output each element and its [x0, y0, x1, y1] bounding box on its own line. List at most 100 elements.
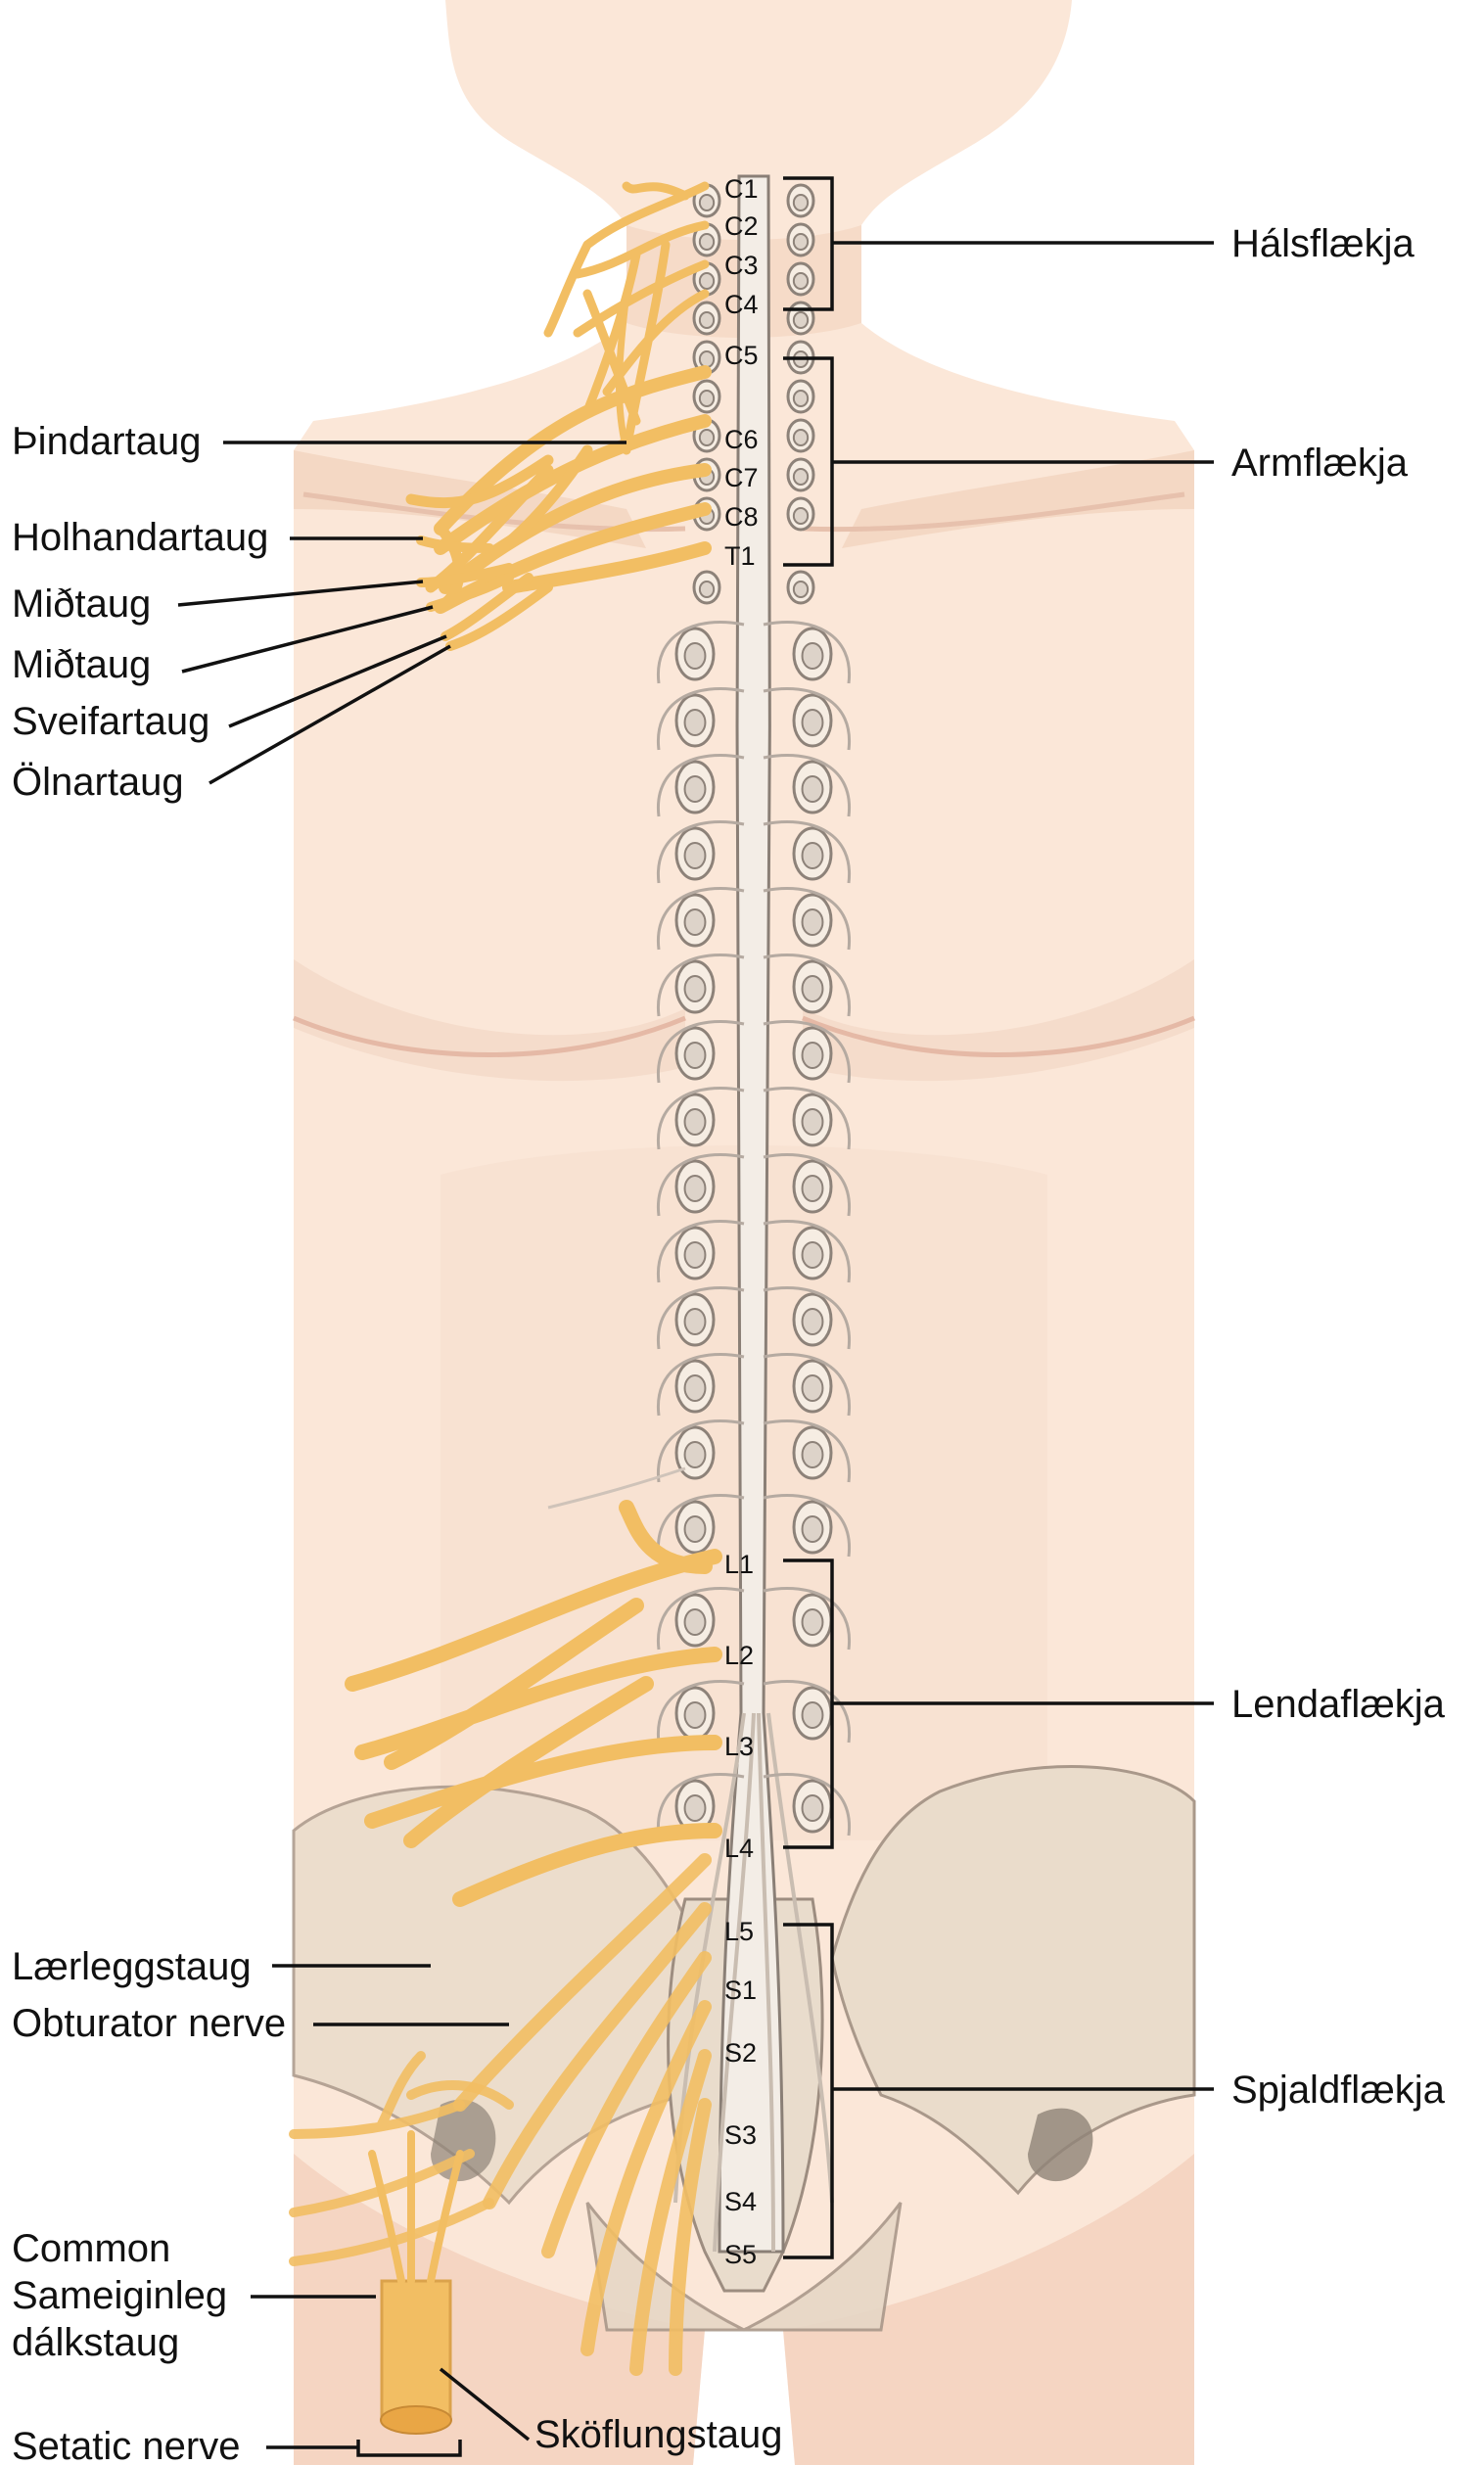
dorsal-root-ganglion — [698, 233, 716, 251]
dorsal-root-ganglion — [683, 1608, 707, 1636]
spinal-nerve-root — [656, 887, 745, 951]
right-leg-shadow — [783, 2154, 1194, 2465]
sciatic-branches — [368, 2130, 464, 2285]
dorsal-root-ganglion — [801, 908, 824, 936]
spinal-nerve-root — [763, 1286, 852, 1350]
leader-skoflungstaug — [439, 2367, 531, 2442]
dorsal-root-ganglion — [801, 1515, 824, 1543]
segment-c8: C8 — [724, 502, 759, 532]
dorsal-root-ganglion — [683, 642, 707, 670]
spinal-nerve-root — [763, 754, 852, 817]
spinal-nerve-root — [763, 887, 852, 951]
segment-s3: S3 — [724, 2120, 757, 2150]
segment-t1: T1 — [724, 541, 756, 571]
segment-c3: C3 — [724, 251, 759, 280]
left-pec-line — [293, 1015, 686, 1057]
arm-nerve-median — [416, 563, 514, 587]
bracket-sacral — [783, 1923, 834, 2259]
dorsal-root-ganglion — [801, 1608, 824, 1636]
leader-olnartaug — [209, 644, 451, 785]
spinal-nerve-root — [656, 1773, 745, 1837]
spinal-nerve-root — [656, 820, 745, 884]
dorsal-root-ganglion — [801, 1374, 824, 1402]
vertebrae-column — [674, 183, 833, 1834]
label-laerleggstaug: Lærleggstaug — [12, 1945, 252, 1988]
label-olnartaug: Ölnartaug — [12, 761, 184, 804]
dorsal-root-ganglion — [683, 1374, 707, 1402]
segment-s4: S4 — [724, 2187, 757, 2216]
chest-shadow-right — [803, 959, 1194, 1082]
cauda-equina — [673, 1712, 834, 2253]
dorsal-root-ganglion — [801, 1308, 824, 1335]
dorsal-root-ganglion — [683, 908, 707, 936]
segment-labels: C1 C2 C3 C4 C5 C6 C7 C8 T1 L1 L2 L3 L4 L… — [724, 174, 759, 2269]
labels: Hálsflækja Armflækja Lendaflækja Spjaldf… — [12, 222, 1446, 2465]
spinal-nerve-root — [656, 1353, 745, 1417]
spinal-cord — [673, 174, 834, 2254]
dorsal-root-ganglion — [698, 194, 716, 211]
dorsal-root-ganglion — [683, 775, 707, 803]
femoral-bundle — [453, 1853, 712, 2376]
sciatic-trunk — [380, 2279, 452, 2420]
leg-gap — [693, 2330, 795, 2465]
segment-l5: L5 — [724, 1917, 754, 1946]
cervical-plexus — [543, 181, 710, 455]
brachial-plexus — [405, 365, 712, 651]
leader-sveifartaug — [228, 634, 447, 728]
segment-s5: S5 — [724, 2240, 757, 2269]
dorsal-root-ganglion — [683, 975, 707, 1002]
right-obturator-foramen — [1028, 2108, 1093, 2182]
segment-l3: L3 — [724, 1732, 754, 1761]
spinal-nerve-root — [763, 953, 852, 1017]
arm-nerve-ulnar — [445, 582, 553, 651]
spinal-nerve-roots — [656, 621, 852, 1837]
spinal-nerve-root — [763, 1773, 852, 1837]
spinal-nerve-root — [763, 1680, 852, 1744]
dorsal-root-ganglion — [792, 581, 810, 598]
segment-l2: L2 — [724, 1641, 754, 1670]
label-skoflungstaug: Sköflungstaug — [534, 2413, 783, 2456]
dorsal-root-ganglion — [801, 1175, 824, 1202]
dorsal-root-ganglion — [792, 311, 810, 329]
label-pindartaug: Þindartaug — [12, 420, 201, 463]
segment-c7: C7 — [724, 463, 759, 492]
dorsal-root-ganglion — [683, 1441, 707, 1468]
spinal-nerve-root — [763, 687, 852, 751]
spinal-nerve-root — [656, 1220, 745, 1283]
spinal-nerve-root — [763, 820, 852, 884]
label-setatic: Setatic nerve — [12, 2425, 240, 2465]
dorsal-root-ganglion — [683, 842, 707, 869]
dorsal-root-ganglion — [698, 581, 716, 598]
segment-c5: C5 — [724, 341, 759, 370]
label-midtaug-2: Miðtaug — [12, 643, 151, 686]
segment-s1: S1 — [724, 1976, 757, 2005]
label-halsflaekja: Hálsflækja — [1231, 222, 1414, 265]
dorsal-root-ganglion — [801, 1108, 824, 1136]
spinal-nerve-root — [763, 621, 852, 684]
leader-midtaug-1 — [177, 580, 424, 607]
spinal-nerve-root — [656, 1680, 745, 1744]
label-armflaekja: Armflækja — [1231, 442, 1409, 485]
lumbar-plexus — [345, 1466, 722, 1907]
dorsal-root-ganglion — [801, 1701, 824, 1729]
spinal-nerve-root — [656, 687, 745, 751]
label-sveifartaug: Sveifartaug — [12, 700, 209, 743]
dorsal-root-ganglion — [801, 709, 824, 736]
dorsal-root-ganglion — [801, 1794, 824, 1822]
dorsal-root-ganglion — [801, 1441, 824, 1468]
cord-body — [718, 174, 785, 2254]
dorsal-root-ganglion — [698, 429, 716, 446]
spinal-nerve-root — [763, 1587, 852, 1651]
dorsal-root-ganglion — [683, 1515, 707, 1543]
segment-c2: C2 — [724, 211, 759, 241]
segment-c4: C4 — [724, 290, 759, 319]
cervical-plexus-nerves — [543, 181, 710, 455]
dorsal-root-ganglion — [683, 1701, 707, 1729]
dorsal-root-ganglion — [683, 1108, 707, 1136]
segment-c6: C6 — [724, 425, 759, 454]
dorsal-root-ganglion — [683, 1175, 707, 1202]
spinal-nerve-root — [763, 1220, 852, 1283]
segment-l1: L1 — [724, 1550, 754, 1579]
spinal-nerve-root — [763, 1087, 852, 1150]
dorsal-root-ganglion — [792, 233, 810, 251]
